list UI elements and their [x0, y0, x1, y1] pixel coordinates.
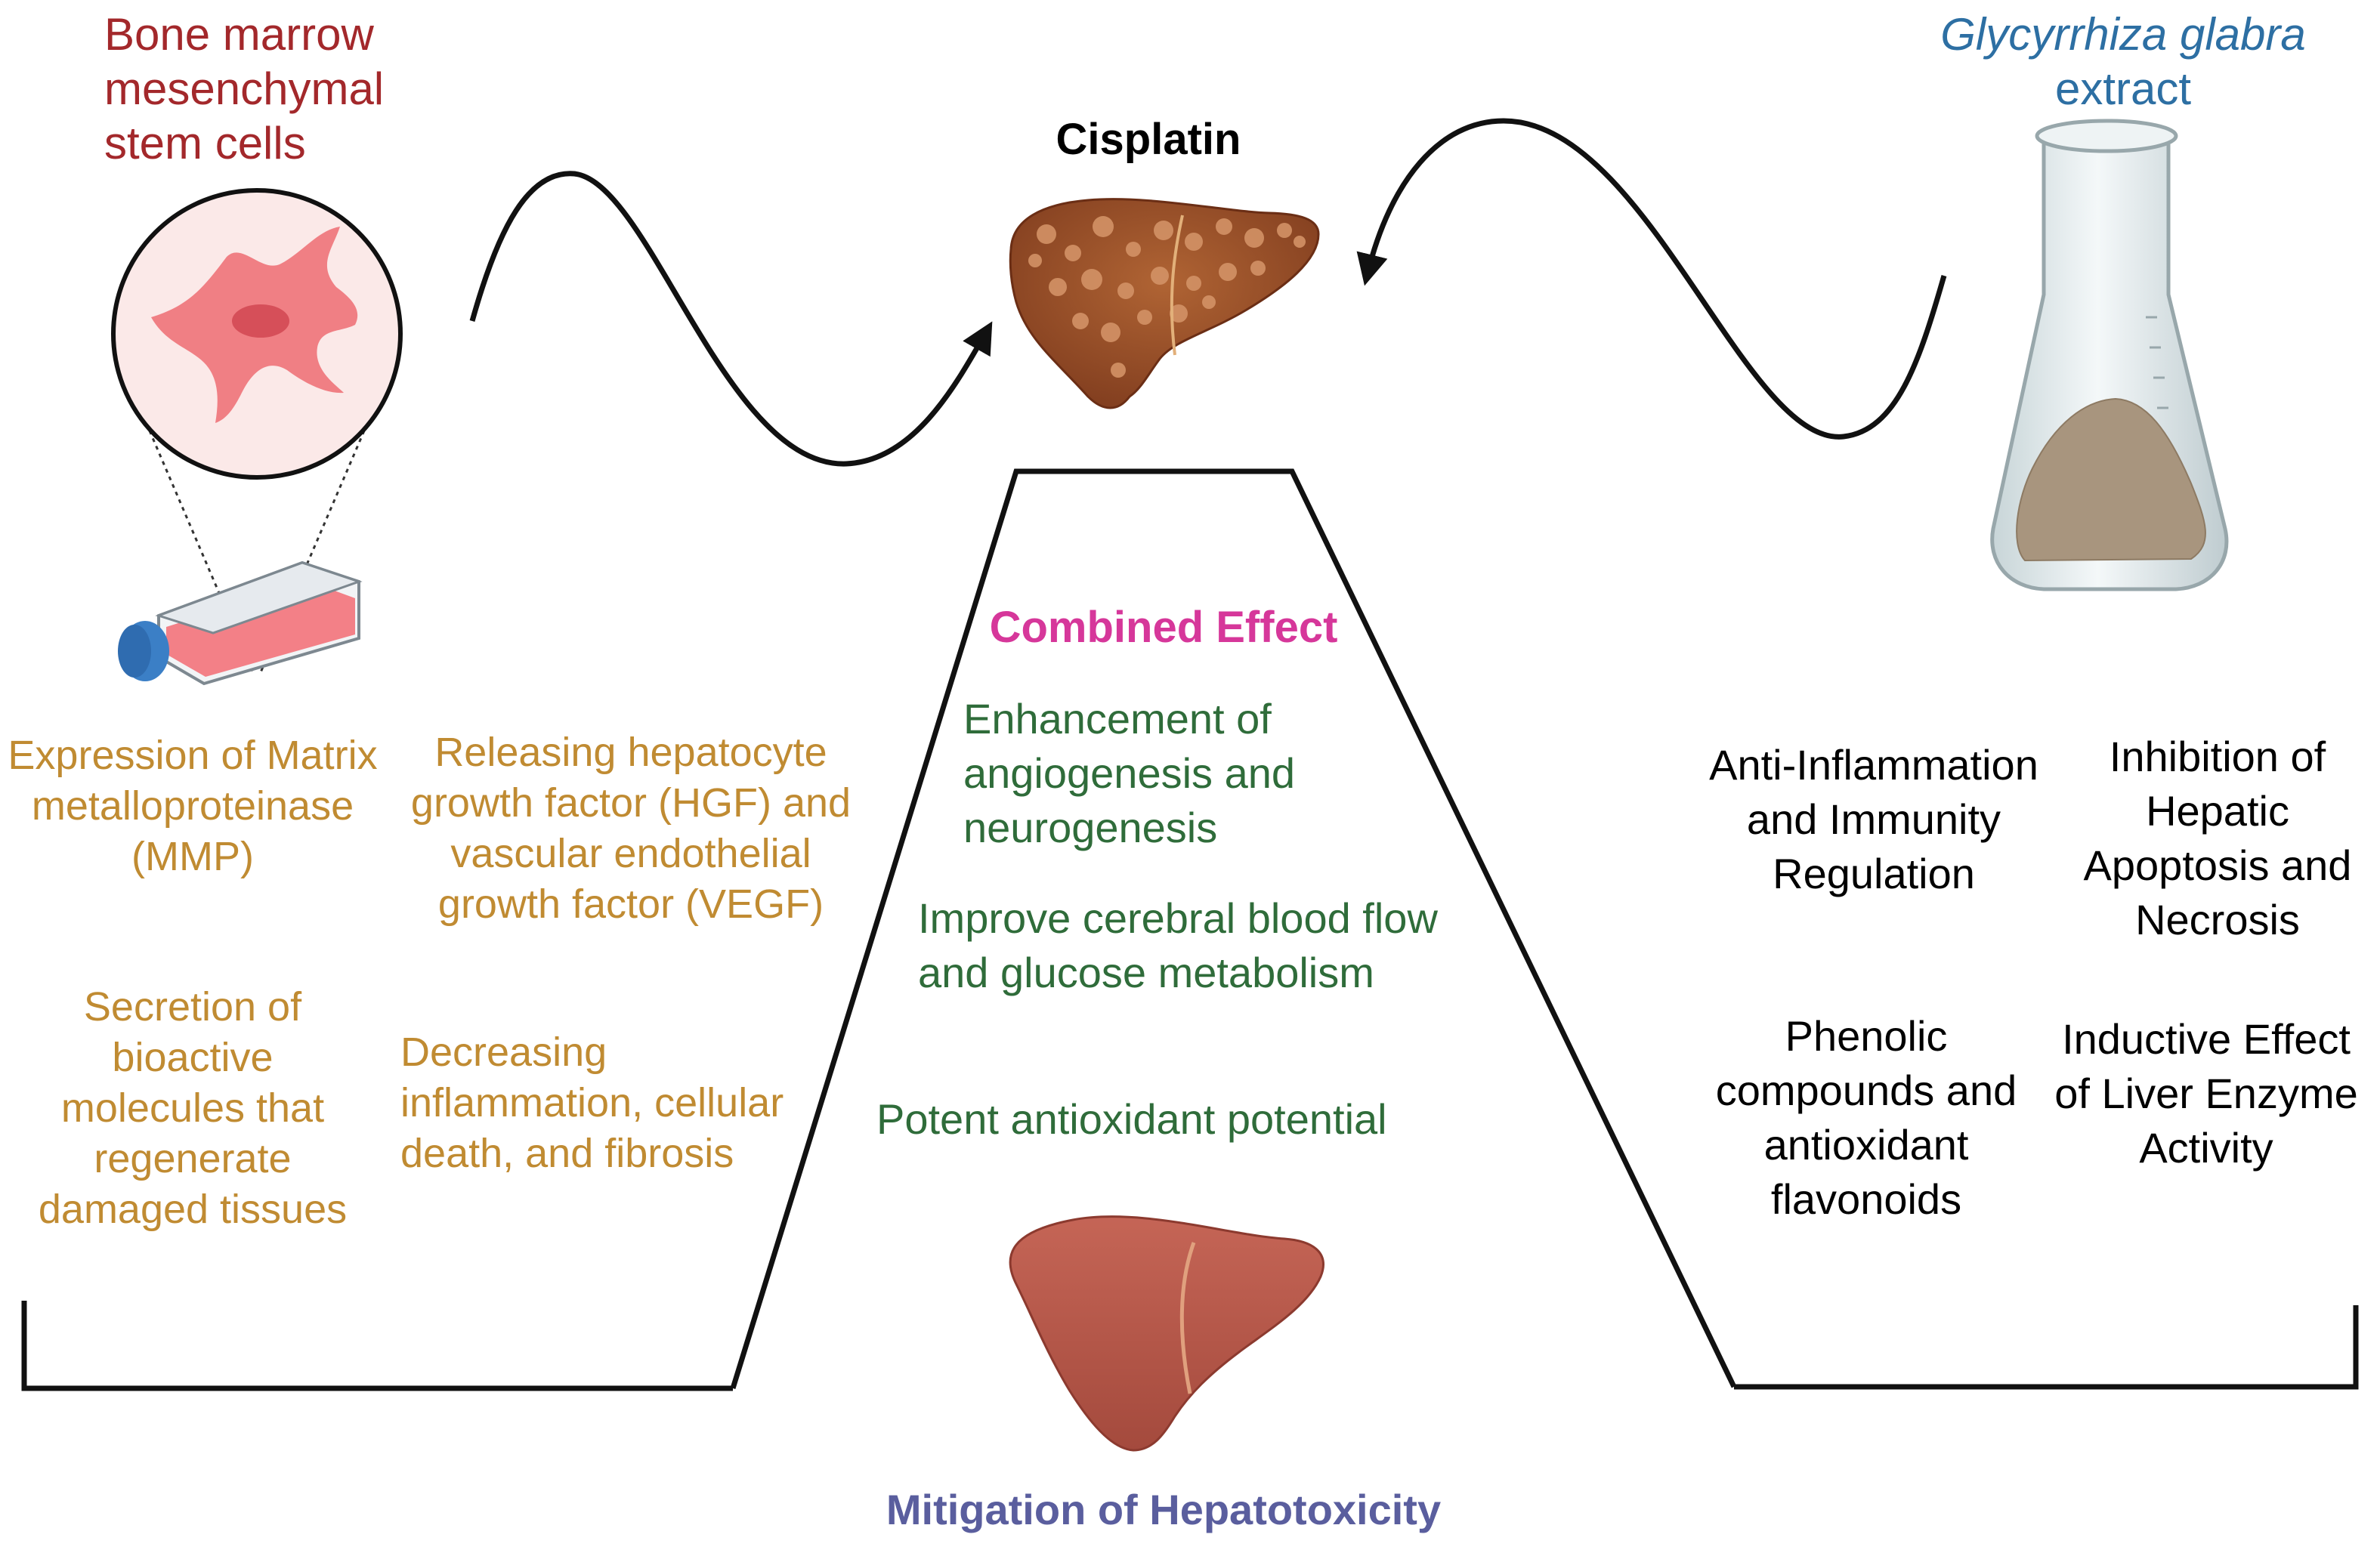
- combined-effect-trapezoid: [730, 468, 1737, 1390]
- glycyrrhiza-extract-word: extract: [2054, 63, 2192, 114]
- combined-effect-cerebral-flow: Improve cerebral blood flow and glucose …: [918, 894, 1438, 996]
- mitigation-label: Mitigation of Hepatotoxicity: [886, 1486, 1442, 1533]
- healthy-liver-icon: [1009, 1215, 1324, 1452]
- combined-effect-antioxidant: Potent antioxidant potential: [876, 1095, 1387, 1143]
- erlenmeyer-flask-icon: [1990, 119, 2229, 591]
- right-bracket-line: [1734, 1305, 2359, 1390]
- glycyrrhiza-source-label: Glycyrrhiza glabra extract: [1904, 8, 2342, 116]
- glycyrrhiza-effect-liver-enzyme: Inductive Effect of Liver Enzyme Activit…: [2054, 1015, 2358, 1172]
- bmsc-label-line-3: stem cells: [104, 118, 306, 168]
- glycyrrhiza-effect-apoptosis: Inhibition of Hepatic Apoptosis and Necr…: [2083, 733, 2352, 943]
- bmsc-label-line-1: Bone marrow: [104, 9, 374, 60]
- left-wave-arrow: [469, 171, 993, 467]
- bmsc-effect-hgf-vegf: Releasing hepatocyte growth factor (HGF)…: [410, 730, 852, 927]
- glycyrrhiza-effect-anti-inflammation: Anti-Inflammation and Immunity Regulatio…: [1709, 741, 2038, 897]
- bmsc-effect-decreasing: Decreasing inflammation, cellular death,…: [400, 1030, 784, 1176]
- glycyrrhiza-effect-phenolic: Phenolic compounds and antioxidant flavo…: [1715, 1012, 2017, 1223]
- left-bracket-line: [21, 1301, 733, 1391]
- diagram-title: Cisplatin: [1056, 115, 1241, 164]
- bmsc-effect-mmp: Expression of Matrix metalloproteinase (…: [8, 733, 378, 879]
- bmsc-effect-secretion: Secretion of bioactive molecules that re…: [38, 984, 348, 1232]
- bmsc-label-line-2: mesenchymal: [104, 63, 385, 114]
- damaged-liver-icon: [1009, 198, 1320, 409]
- bmsc-source-label: Bone marrow mesenchymal stem cells: [104, 8, 497, 171]
- glycyrrhiza-species-name: Glycyrrhiza glabra: [1940, 9, 2306, 60]
- mesenchymal-stem-cell-icon: [111, 188, 403, 673]
- combined-effect-title: Combined Effect: [989, 603, 1338, 652]
- culture-flask-icon: [118, 560, 363, 686]
- combined-effect-angiogenesis: Enhancement of angiogenesis and neurogen…: [963, 695, 1296, 851]
- right-wave-arrow: [1356, 118, 1947, 440]
